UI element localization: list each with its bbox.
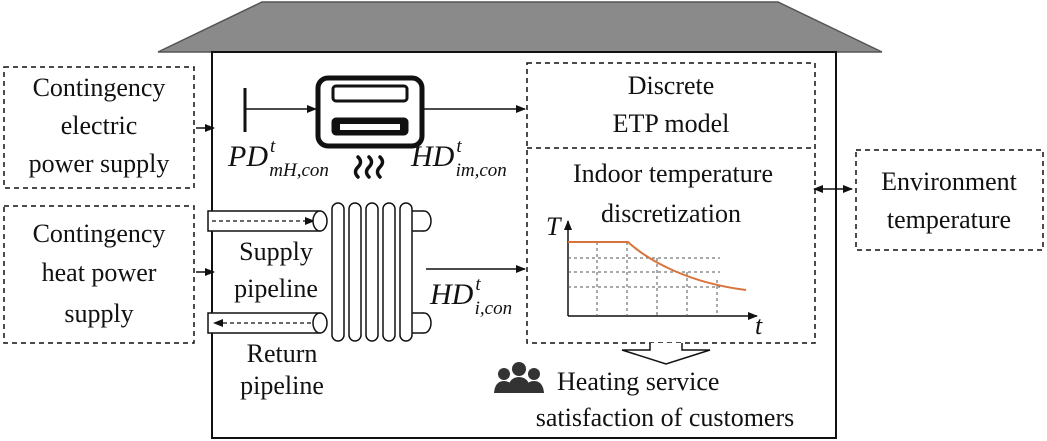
customers-line1: Heating service [557, 367, 719, 396]
environment-line2: temperature [887, 205, 1011, 234]
etp-line1: Discrete [628, 71, 715, 100]
users-icon [494, 362, 544, 393]
supply-label-2: pipeline [234, 274, 318, 303]
heat-supply-line3: supply [64, 299, 133, 328]
electric-supply-line2: electric [61, 111, 138, 140]
satisfaction-arrow [621, 343, 711, 365]
indoor-line2: discretization [601, 199, 741, 228]
return-label-1: Return [247, 339, 318, 368]
environment-line1: Environment [881, 167, 1018, 196]
supply-label-1: Supply [239, 237, 313, 266]
return-pipe [207, 312, 328, 334]
return-label-2: pipeline [240, 371, 324, 400]
radiator-icon [331, 202, 432, 342]
etp-line2: ETP model [613, 109, 730, 138]
heat-supply-box [3, 205, 195, 344]
heat-supply-line1: Contingency [33, 219, 166, 248]
indoor-line1: Indoor temperature [573, 159, 773, 188]
graph-x-label: t [755, 311, 763, 340]
house-body [211, 51, 837, 439]
electric-supply-box [3, 66, 195, 189]
heat-supply-line2: heat power [42, 258, 157, 287]
electric-supply-line1: Contingency [33, 73, 166, 102]
temperature-graph: T t [546, 212, 763, 340]
graph-y-label: T [546, 212, 562, 241]
house-roof [157, 1, 883, 53]
heat-waves-icon [353, 155, 385, 179]
environment-box [855, 149, 1044, 251]
customers-line2: satisfaction of customers [536, 403, 795, 432]
heat-pump-icon [315, 75, 425, 149]
electric-supply-line3: power supply [29, 149, 170, 178]
supply-pipe [207, 210, 328, 232]
temperature-curve [568, 241, 747, 291]
